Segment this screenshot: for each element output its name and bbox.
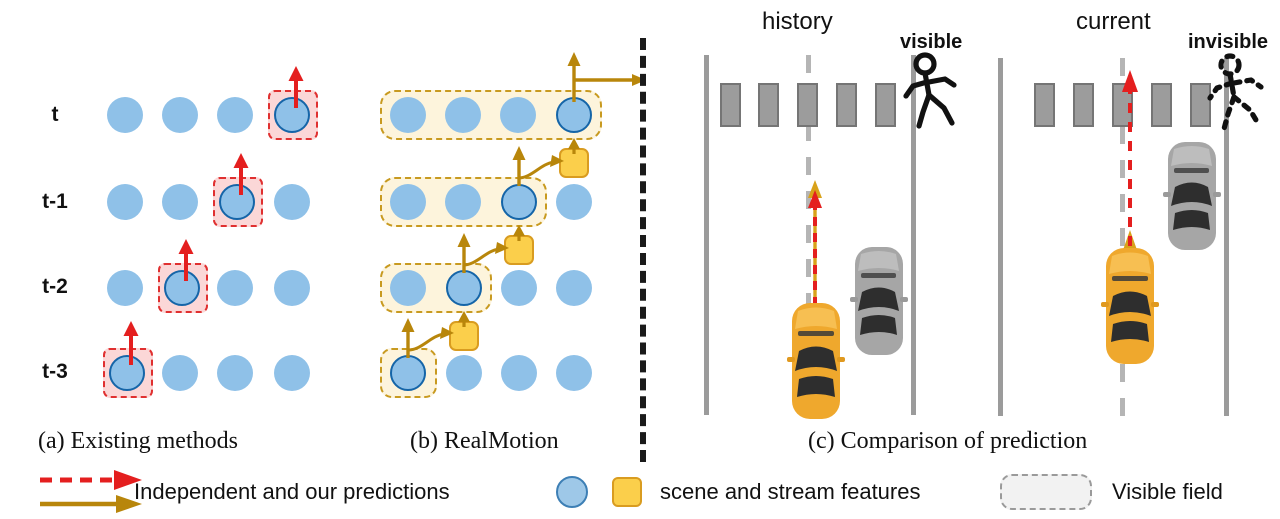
stream-link-arrow — [513, 225, 525, 241]
pedestrian-label-invisible: invisible — [1188, 31, 1269, 53]
road-center-dash — [806, 55, 811, 415]
scene-node — [556, 270, 592, 306]
scene-node — [556, 184, 592, 220]
scene-node-highlighted — [109, 355, 145, 391]
independent-prediction-arrow — [123, 321, 139, 365]
independent-prediction-arrow — [233, 153, 249, 195]
panel-b-caption: (b) RealMotion — [410, 428, 559, 454]
ego-car-yellow — [787, 303, 845, 419]
scene-node — [446, 355, 482, 391]
scene-node — [274, 355, 310, 391]
panel-c-caption: (c) Comparison of prediction — [808, 428, 1088, 454]
scene-node-highlighted — [501, 184, 537, 220]
scene-title-history: history — [762, 8, 833, 35]
our-prediction-axes-arrow — [567, 52, 646, 102]
scene-node — [500, 97, 536, 133]
stream-curve-arrow — [407, 327, 454, 352]
crosswalk-stripe — [758, 83, 779, 127]
scene-node — [107, 270, 143, 306]
our-prediction-arrow — [457, 233, 471, 273]
crosswalk-stripe — [836, 83, 857, 127]
panel-b: (b) RealMotion — [340, 0, 646, 454]
crosswalk-stripe — [875, 83, 896, 127]
road-center-dash — [1120, 58, 1125, 416]
stream-curve-arrow — [462, 242, 509, 267]
scene-node — [445, 97, 481, 133]
legend-label-visible-field: Visible field — [1112, 479, 1223, 504]
scene-node — [107, 97, 143, 133]
panel-divider — [640, 38, 652, 462]
panel-a-caption: (a) Existing methods — [38, 428, 238, 454]
legend-label-predictions: Independent and our predictions — [134, 479, 450, 504]
stream-link-arrow — [568, 138, 580, 154]
scene-node — [217, 355, 253, 391]
other-car-gray — [1163, 142, 1221, 250]
scene-history: history visible — [660, 0, 963, 425]
scene-node-highlighted — [219, 184, 255, 220]
crosswalk-stripe — [797, 83, 818, 127]
scene-node — [556, 355, 592, 391]
panel-a: t t-1 t-2 t-3 — [0, 0, 340, 454]
pedestrian-icon-visible — [903, 52, 957, 129]
our-prediction-arrow — [512, 146, 526, 186]
scene-node-highlighted — [274, 97, 310, 133]
scene-current: current invisible — [980, 0, 1280, 425]
scene-node — [390, 97, 426, 133]
scene-node — [274, 270, 310, 306]
yellow-square-icon — [612, 477, 642, 507]
crosswalk-stripe — [1034, 83, 1055, 127]
row-label-t: t — [51, 103, 59, 126]
scene-node — [217, 270, 253, 306]
scene-node — [162, 355, 198, 391]
scene-node-highlighted — [164, 270, 200, 306]
independent-prediction-arrow — [288, 66, 304, 108]
ego-car-yellow — [1101, 248, 1159, 364]
scene-node — [162, 184, 198, 220]
scene-node — [390, 270, 426, 306]
scene-node — [501, 270, 537, 306]
blue-circle-icon — [556, 476, 588, 508]
our-prediction-arrow — [401, 318, 415, 358]
crosswalk-stripe — [1190, 83, 1211, 127]
legend-label-features: scene and stream features — [660, 479, 921, 504]
road-edge-left — [998, 58, 1003, 416]
legend: Independent and our predictions scene an… — [0, 462, 1280, 519]
scene-node — [274, 184, 310, 220]
road-edge-right — [911, 55, 916, 415]
scene-node — [107, 184, 143, 220]
stream-link-arrow — [458, 311, 470, 327]
scene-node-highlighted — [556, 97, 592, 133]
scene-node — [162, 97, 198, 133]
road-edge-left — [704, 55, 709, 415]
scene-node — [390, 184, 426, 220]
other-car-gray — [850, 247, 908, 355]
scene-node — [501, 355, 537, 391]
row-label-t-1: t-1 — [42, 190, 68, 213]
dashed-red-arrow-icon — [40, 470, 142, 490]
independent-prediction-arrow — [178, 239, 194, 281]
scene-node-highlighted — [446, 270, 482, 306]
scene-node — [445, 184, 481, 220]
scene-title-current: current — [1076, 8, 1151, 35]
crosswalk-stripe — [720, 83, 741, 127]
solid-gold-arrow-icon — [40, 495, 142, 513]
pedestrian-label-visible: visible — [900, 31, 963, 53]
scene-node — [217, 97, 253, 133]
crosswalk-stripe — [1073, 83, 1094, 127]
pedestrian-icon-invisible — [1207, 53, 1264, 132]
crosswalk-stripe — [1151, 83, 1172, 127]
row-label-t-2: t-2 — [42, 275, 68, 298]
dashed-rounded-box-icon — [1000, 474, 1092, 510]
stream-curve-arrow — [517, 155, 564, 180]
panel-c: history visible — [660, 0, 1280, 454]
row-label-t-3: t-3 — [42, 360, 68, 383]
scene-node-highlighted — [390, 355, 426, 391]
road-edge-right — [1224, 58, 1229, 416]
